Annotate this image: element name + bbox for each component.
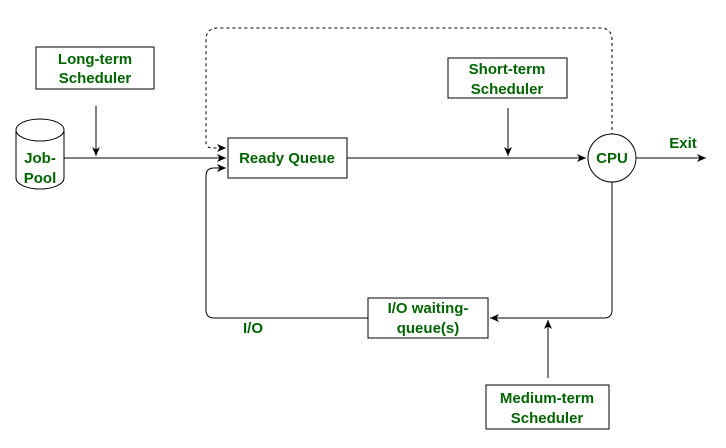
io-label: I/O (243, 320, 263, 337)
preemption-dashed-arrow (205, 27, 613, 152)
cpu-node: CPU (587, 133, 637, 183)
exit-label: Exit (669, 135, 697, 152)
medium-term-scheduler-box: Medium-term Scheduler (485, 384, 610, 430)
ready-queue-label: Ready Queue (239, 150, 335, 167)
io-waiting-queue-line1: I/O waiting- (388, 300, 469, 317)
medium-term-scheduler-line1: Medium-term (500, 390, 594, 407)
long-term-scheduler-box: Long-term Scheduler (35, 46, 155, 90)
job-pool-cylinder: Job- Pool (15, 118, 65, 190)
cpu-label: CPU (596, 150, 628, 167)
long-term-scheduler-line2: Scheduler (59, 70, 132, 87)
ready-queue-box: Ready Queue (227, 137, 348, 179)
short-term-scheduler-box: Short-term Scheduler (447, 57, 568, 99)
io-waiting-queue-line2: queue(s) (397, 320, 460, 337)
medium-term-scheduler-line2: Scheduler (511, 410, 584, 427)
job-pool-line1: Job- (24, 150, 56, 167)
io-waiting-queue-box: I/O waiting- queue(s) (367, 297, 489, 339)
long-term-scheduler-line1: Long-term (58, 51, 132, 68)
short-term-scheduler-line2: Scheduler (471, 81, 544, 98)
cpu-to-io-queue-arrow (490, 182, 613, 322)
job-pool-line2: Pool (24, 170, 57, 187)
io-queue-to-ready-queue-arrow (205, 164, 368, 319)
short-term-scheduler-line1: Short-term (469, 61, 546, 78)
